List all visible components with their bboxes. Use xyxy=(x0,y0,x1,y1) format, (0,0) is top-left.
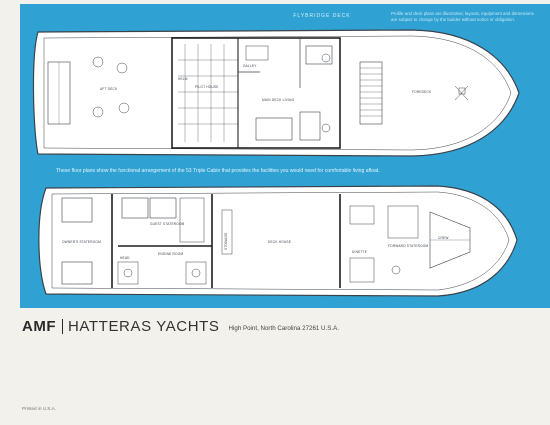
corner-note: Profile and deck plans are illustrative;… xyxy=(391,11,534,23)
brand-address: High Point, North Carolina 27261 U.S.A. xyxy=(228,325,339,332)
label-dinette: DINETTE xyxy=(352,250,368,254)
amf-logo: AMF xyxy=(22,318,56,335)
label-helm: HELM xyxy=(178,77,188,81)
label-engine-room: ENGINE ROOM xyxy=(158,252,184,256)
plan-heading: FLYBRIDGE DECK xyxy=(293,13,351,19)
label-owners-stateroom: OWNER'S STATEROOM xyxy=(62,240,101,244)
label-galley: GALLEY xyxy=(243,64,257,68)
plan-caption: These floor plans show the functional ar… xyxy=(56,168,380,174)
brand-name: HATTERAS YACHTS xyxy=(68,317,220,335)
lower-hull-outline xyxy=(38,185,518,297)
label-head: HEAD xyxy=(120,256,130,260)
upper-hull-outline xyxy=(32,29,520,157)
amf-logo-text: AMF xyxy=(22,317,56,335)
label-foredeck: FOREDECK xyxy=(412,90,432,94)
label-main-deck-living: MAIN DECK LIVING xyxy=(262,98,295,102)
printed-note: Printed in U.S.A. xyxy=(22,406,56,411)
label-stowage: STOWAGE xyxy=(224,232,228,250)
brand-row: AMF HATTERAS YACHTS High Point, North Ca… xyxy=(22,316,339,336)
label-pilot-house: PILOT HOUSE xyxy=(195,85,219,89)
label-aft-deck: AFT DECK xyxy=(100,87,118,91)
label-forward-stateroom: FORWARD STATEROOM xyxy=(388,244,429,248)
label-crew: CREW xyxy=(438,236,449,240)
brand-divider xyxy=(62,318,63,334)
label-guest-stateroom: GUEST STATEROOM xyxy=(150,222,185,226)
label-deck-house: DECK HOUSE xyxy=(268,240,292,244)
